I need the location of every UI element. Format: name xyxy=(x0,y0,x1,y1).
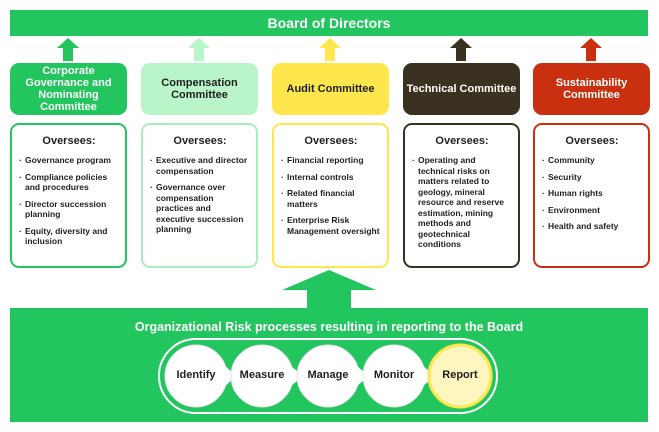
board-of-directors-banner: Board of Directors xyxy=(10,10,648,36)
risk-process-title: Organizational Risk processes resulting … xyxy=(134,320,524,334)
oversees-heading: Oversees: xyxy=(173,135,227,147)
oversees-panel: Oversees: Executive and director compensa… xyxy=(141,123,258,268)
committee-arrow-up-icon xyxy=(57,38,79,61)
oversees-heading: Oversees: xyxy=(42,135,96,147)
oversees-item: Compliance policies and procedures xyxy=(19,172,119,193)
oversees-panel: Oversees: Governance programCompliance po… xyxy=(10,123,127,268)
committee-name: Compensation Committee xyxy=(161,77,238,101)
oversees-panel: Oversees: Financial reportingInternal con… xyxy=(272,123,389,268)
committee-box: Compensation Committee xyxy=(141,63,258,115)
oversees-item: Governance program xyxy=(19,155,119,166)
oversees-item: Operating and technical risks on matters… xyxy=(412,155,512,250)
oversees-item: Security xyxy=(542,172,642,183)
committee-arrow-up-icon xyxy=(319,38,341,61)
oversees-item: Equity, diversity and inclusion xyxy=(19,226,119,247)
upward-arrow xyxy=(282,270,376,310)
board-title: Board of Directors xyxy=(267,15,391,31)
risk-step-label: Manage xyxy=(307,369,349,381)
committee-name: Sustainability Committee xyxy=(555,77,628,101)
oversees-item: Health and safety xyxy=(542,221,642,232)
risk-step-label: Identify xyxy=(176,369,216,381)
oversees-item: Financial reporting xyxy=(281,155,381,166)
oversees-item: Governance over compensation practices a… xyxy=(150,182,250,235)
oversees-item: Environment xyxy=(542,205,642,216)
oversees-heading: Oversees: xyxy=(435,135,489,147)
oversees-item: Related financial matters xyxy=(281,188,381,209)
oversees-item: Internal controls xyxy=(281,172,381,183)
oversees-item: Human rights xyxy=(542,188,642,199)
cycle-ring xyxy=(158,338,498,414)
committee-name: Corporate Governance and Nominating Comm… xyxy=(25,65,112,113)
oversees-panel: Oversees: CommunitySecurityHuman rightsEn… xyxy=(533,123,650,268)
committee-box: Audit Committee xyxy=(272,63,389,115)
oversees-item: Community xyxy=(542,155,642,166)
risk-step-label: Monitor xyxy=(373,369,415,381)
committee-name: Audit Committee xyxy=(286,83,375,95)
oversees-heading: Oversees: xyxy=(304,135,358,147)
committee-box: Sustainability Committee xyxy=(533,63,650,115)
risk-step-label: Measure xyxy=(239,369,285,381)
oversees-panel: Oversees: Operating and technical risks o… xyxy=(403,123,520,268)
committee-box: Technical Committee xyxy=(403,63,520,115)
risk-step-label: Report xyxy=(442,369,478,381)
committee-arrow-up-icon xyxy=(450,38,472,61)
oversees-item: Director succession planning xyxy=(19,199,119,220)
committee-name: Technical Committee xyxy=(406,83,517,95)
committee-arrow-up-icon xyxy=(188,38,210,61)
step-circle xyxy=(427,343,493,409)
oversees-item: Enterprise Risk Management oversight xyxy=(281,215,381,236)
oversees-heading: Oversees: xyxy=(565,135,619,147)
committee-arrow-up-icon xyxy=(580,38,602,61)
oversees-item: Executive and director compensation xyxy=(150,155,250,176)
committee-box: Corporate Governance and Nominating Comm… xyxy=(10,63,127,115)
